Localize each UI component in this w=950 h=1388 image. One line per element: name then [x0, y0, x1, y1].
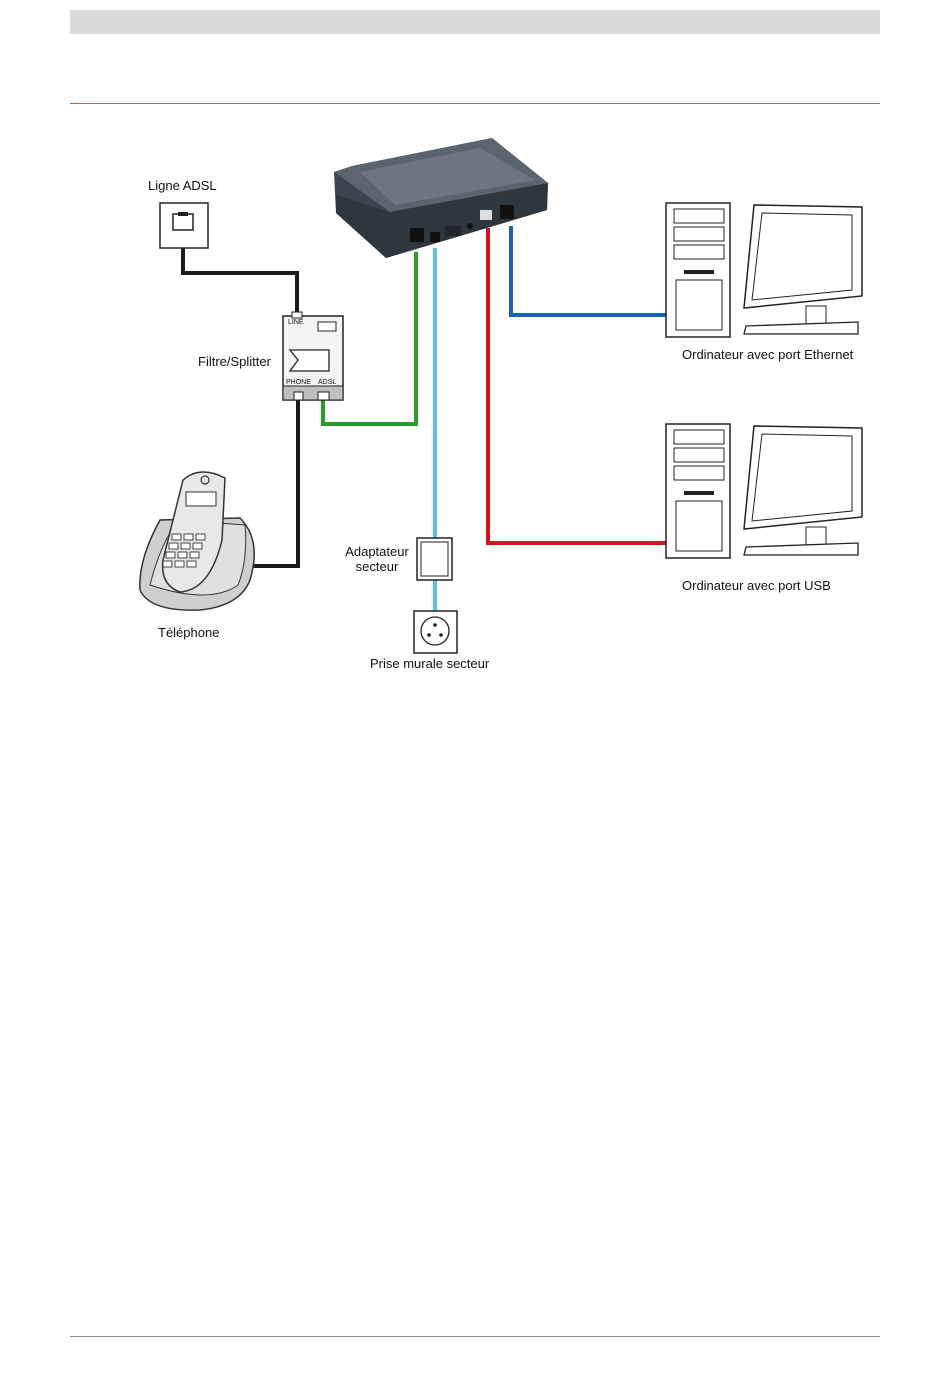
telephone-handset [140, 472, 254, 610]
cable-modem-to-ethernet-pc [511, 226, 666, 315]
pc-usb [666, 424, 862, 558]
power-adapter-label-line1: Adaptateur [340, 544, 414, 559]
power-adapter-label: Adaptateur secteur [340, 544, 414, 574]
power-adapter-label-line2: secteur [340, 559, 414, 574]
splitter-adsl-port-label: ADSL [318, 379, 336, 386]
splitter-line-port-label: LINE [288, 319, 304, 326]
splitter-phone-port-label: PHONE [286, 379, 311, 386]
wall-socket-label: Prise murale secteur [370, 656, 489, 671]
adsl-modem [334, 138, 548, 258]
pc-ethernet-label: Ordinateur avec port Ethernet [682, 347, 853, 362]
pc-usb-label: Ordinateur avec port USB [682, 578, 831, 593]
adsl-wall-jack [160, 203, 208, 248]
pc-ethernet [666, 203, 862, 337]
power-wall-socket [414, 611, 457, 653]
telephone-label: Téléphone [158, 625, 219, 640]
cable-modem-to-usb-pc [488, 228, 666, 543]
splitter-label: Filtre/Splitter [198, 354, 271, 369]
power-adapter [417, 538, 452, 580]
footer-rule [70, 1336, 880, 1337]
adsl-line-label: Ligne ADSL [148, 178, 217, 193]
